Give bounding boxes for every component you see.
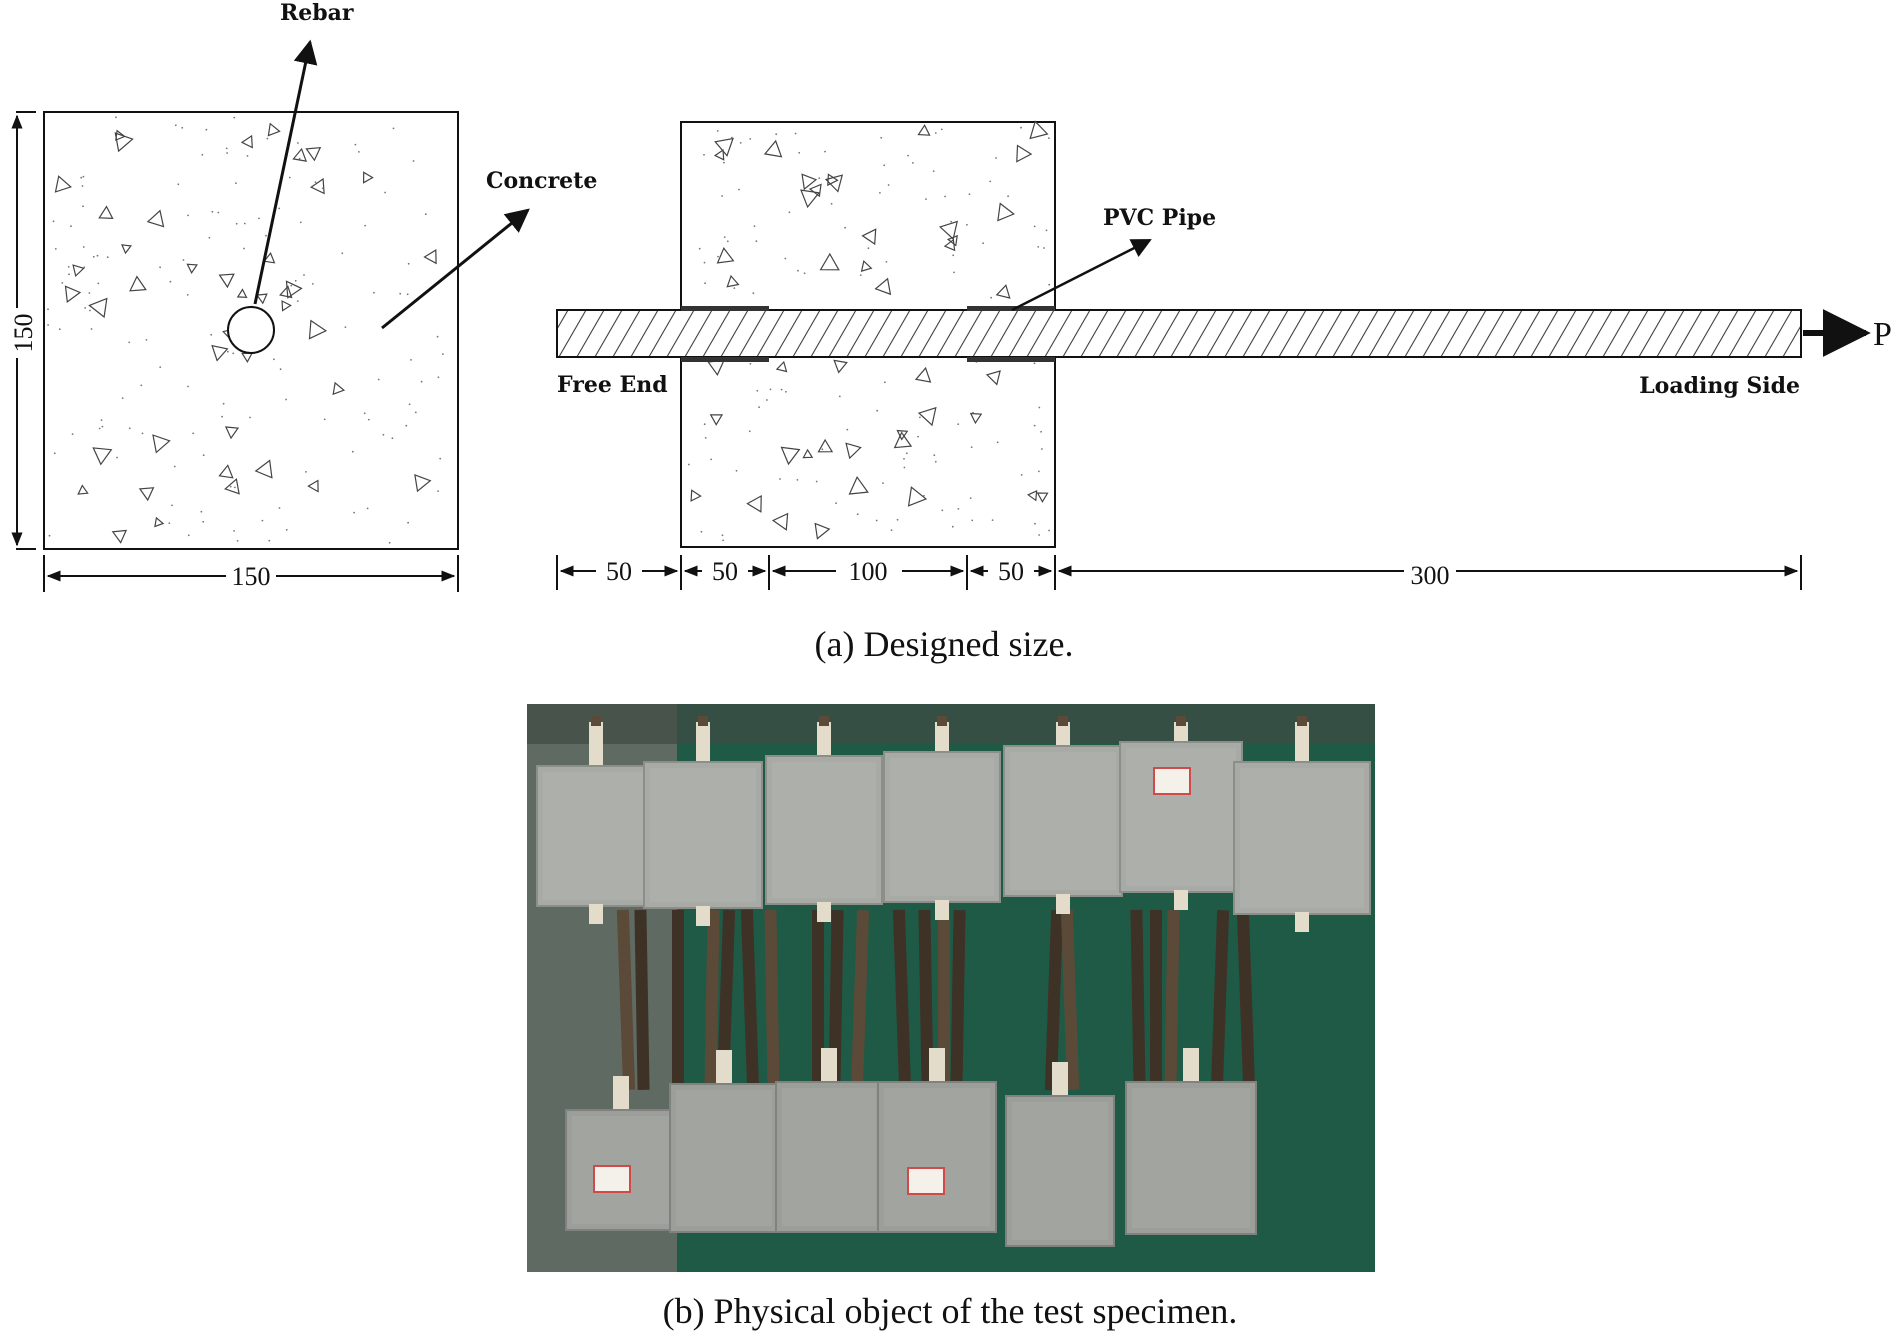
load-label: P — [1873, 316, 1892, 353]
pvc-pipe-label: PVC Pipe — [1103, 205, 1216, 231]
pvc-pipe-bottom-left — [681, 357, 769, 362]
dim-seg-2-text: 50 — [712, 557, 738, 586]
section-height-text: 150 — [9, 314, 38, 353]
pvc-pipe-leader — [1011, 238, 1152, 312]
free-end-label: Free End — [557, 372, 668, 398]
pvc-pipe-top-left — [681, 306, 769, 311]
caption-a: (a) Designed size. — [815, 624, 1074, 664]
loading-side-label: Loading Side — [1639, 373, 1800, 399]
caption-b: (b) Physical object of the test specimen… — [663, 1291, 1238, 1331]
rebar-bar — [556, 309, 1802, 358]
rebar-leader — [253, 39, 318, 305]
photo-specimens — [536, 716, 1371, 1247]
concrete-leader — [381, 208, 530, 330]
aggregate-marks — [688, 120, 1051, 542]
aggregate-marks — [47, 116, 444, 544]
pvc-pipe-top-right — [967, 306, 1055, 311]
dimension-chain: 50 50 100 50 300 — [556, 555, 1802, 590]
lower-concrete-block — [680, 356, 1056, 548]
concrete-label: Concrete — [486, 168, 597, 194]
dim-seg-4-text: 50 — [998, 557, 1024, 586]
longitudinal-section: PVC Pipe P Free End Loading Side 50 50 — [556, 120, 1892, 590]
upper-concrete-block — [680, 121, 1056, 311]
section-width-text: 150 — [232, 562, 271, 591]
rebar-label: Rebar — [280, 0, 354, 26]
dim-seg-5-text: 300 — [1411, 561, 1450, 590]
specimen-photo — [527, 704, 1375, 1272]
rebar-circle — [227, 306, 275, 354]
dim-seg-1-text: 50 — [606, 557, 632, 586]
cross-section: Rebar Concrete 150 150 — [2, 0, 597, 592]
dim-seg-3-text: 100 — [849, 557, 888, 586]
pvc-pipe-bottom-right — [967, 357, 1055, 362]
